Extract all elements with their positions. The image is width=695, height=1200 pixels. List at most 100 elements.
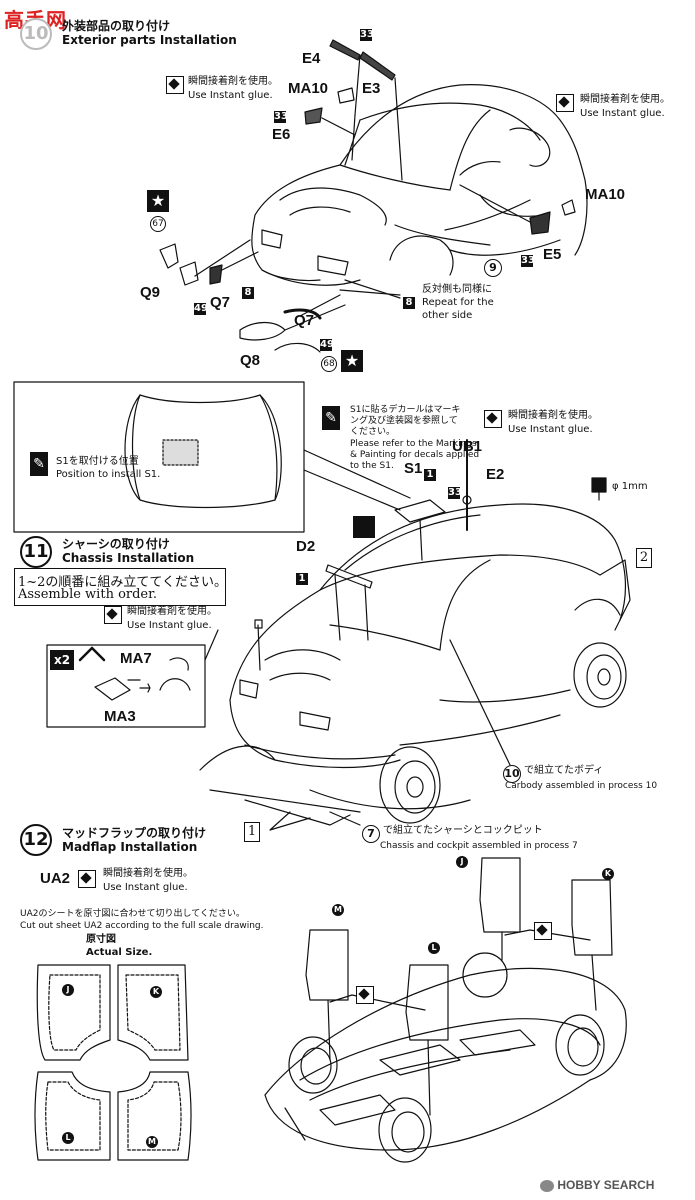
order-note-jp: 1~2の順番に組み立ててください。 — [18, 575, 228, 590]
part-num-68: 68 — [321, 356, 337, 372]
decal-note-jp-3: ください。 — [350, 427, 396, 437]
carbody-jp: で組立てたボディ — [524, 765, 604, 776]
cut-note-jp: UA2のシートを原寸図に合わせて切り出してください。 — [20, 909, 245, 919]
step10-title-en: Exterior parts Installation — [62, 33, 237, 47]
star-icon-a: ★ — [147, 190, 169, 212]
repeat-en-2: other side — [422, 310, 473, 321]
chassis-en: Chassis and cockpit assembled in process… — [380, 841, 578, 851]
step11-title-jp: シャーシの取り付け — [62, 537, 170, 551]
carbody-en: Carbody assembled in process 10 — [505, 781, 658, 791]
step11-circle: 11 — [20, 536, 52, 568]
glue-en-b: Use Instant glue. — [580, 108, 665, 119]
decal-note-jp-1: S1に貼るデカールはマーキ — [350, 405, 461, 415]
part-q7-a: Q7 — [210, 294, 231, 311]
glue-en-e: Use Instant glue. — [103, 882, 188, 893]
glue-icon-c — [484, 410, 502, 428]
decal-note-en-1: Please refer to the Markings — [350, 439, 477, 449]
glue-jp-a: 瞬間接着剤を使用。 — [188, 76, 278, 87]
glue-icon-e — [78, 870, 96, 888]
part-q9: Q9 — [140, 284, 161, 301]
part-e5: E5 — [543, 246, 562, 263]
step12-circle: 12 — [20, 824, 52, 856]
glue-jp-b: 瞬間接着剤を使用。 — [580, 94, 670, 105]
flap-label-j-cutout: J — [62, 984, 74, 996]
part-q8: Q8 — [240, 352, 261, 369]
glue-jp-e: 瞬間接着剤を使用。 — [103, 868, 193, 879]
glue-en-c: Use Instant glue. — [508, 424, 593, 435]
part-num-8-a: 8 — [242, 280, 254, 299]
part-ma10-b: MA10 — [585, 186, 626, 203]
glue-en-a: Use Instant glue. — [188, 90, 273, 101]
glue-jp-c: 瞬間接着剤を使用。 — [508, 410, 598, 421]
part-ub1: UB1 — [452, 438, 483, 455]
step11-car-body — [229, 503, 631, 810]
step12-car-underside — [264, 967, 627, 1151]
process-7: 7 — [362, 822, 380, 843]
decal-note-en-3: to the S1. — [350, 461, 394, 471]
step12-title-en: Madflap Installation — [62, 840, 198, 854]
s1-position-en: Position to install S1. — [56, 469, 161, 480]
process-9: 9 — [484, 256, 502, 277]
bracket-2: 2 — [636, 548, 652, 568]
repeat-en-1: Repeat for the — [422, 297, 494, 308]
part-ua2: UA2 — [40, 870, 71, 887]
glue-icon-a — [166, 76, 184, 94]
part-ma3: MA3 — [104, 708, 136, 725]
glue-icon-g — [534, 922, 552, 940]
watermark-bottom-text: HOBBY SEARCH — [557, 1178, 655, 1192]
part-ma7: MA7 — [120, 650, 152, 667]
part-q7-b: Q7 — [294, 312, 315, 329]
cut-note-en: Cut out sheet UA2 according to the full … — [20, 921, 264, 931]
part-num-33-a: 33 — [360, 29, 374, 41]
flap-label-l-cutout: L — [62, 1132, 74, 1144]
flap-label-l: L — [428, 942, 440, 954]
part-d2: D2 — [296, 538, 316, 555]
watermark-bottom: HOBBY SEARCH — [540, 1178, 654, 1192]
decal-icon — [353, 516, 375, 538]
part-num-33-b: 33 — [274, 111, 288, 123]
chassis-jp: で組立てたシャーシとコックピット — [383, 825, 543, 836]
x2-badge: x2 — [50, 650, 74, 670]
glue-icon-b — [556, 94, 574, 112]
brush-icon-b: ✎ — [322, 406, 340, 430]
brush-icon-a: ✎ — [30, 452, 48, 476]
step11-title-en: Chassis Installation — [62, 551, 195, 565]
part-num-49-b: 49 — [320, 339, 334, 351]
glue-jp-d: 瞬間接着剤を使用。 — [127, 606, 217, 617]
part-num-8-b: 8 — [403, 290, 415, 309]
part-e4: E4 — [302, 50, 321, 67]
part-num-1-a: 1 — [424, 462, 436, 481]
part-e2: E2 — [486, 466, 505, 483]
glue-icon-f — [356, 986, 374, 1004]
step12-title-jp: マッドフラップの取り付け — [62, 826, 207, 840]
step10-car-body — [251, 84, 588, 286]
star-icon-b: ★ — [341, 350, 363, 372]
decal-note-en-2: & Painting for decals applied — [350, 450, 480, 460]
step10-circle: 10 — [20, 18, 52, 50]
part-num-67: 67 — [150, 216, 166, 232]
process-10: 10 — [503, 762, 521, 783]
flap-label-k-cutout: K — [150, 986, 162, 998]
s1-position-jp: S1を取付ける位置 — [56, 456, 139, 467]
part-num-49-a: 49 — [194, 303, 208, 315]
bracket-1: 1 — [244, 822, 260, 842]
step10-title-jp: 外装部品の取り付け — [62, 19, 171, 33]
part-e3: E3 — [362, 80, 381, 97]
actual-size-en: Actual Size. — [86, 947, 153, 958]
flap-label-k: K — [602, 868, 614, 880]
part-num-33-d: 33 — [448, 487, 462, 499]
repeat-jp: 反対側も同様に — [422, 284, 492, 295]
part-num-1-b: 1 — [296, 566, 308, 585]
actual-size-jp: 原寸図 — [86, 934, 116, 945]
drill-size: φ 1mm — [612, 481, 648, 492]
glue-en-d: Use Instant glue. — [127, 620, 212, 631]
flap-label-m-cutout: M — [146, 1136, 158, 1148]
watermark-logo-icon — [540, 1179, 554, 1192]
flap-label-j: J — [456, 856, 468, 868]
part-num-33-c: 33 — [521, 255, 535, 267]
order-note-en: Assemble with order. — [18, 587, 158, 602]
glue-icon-d — [104, 606, 122, 624]
flap-label-m: M — [332, 904, 344, 916]
